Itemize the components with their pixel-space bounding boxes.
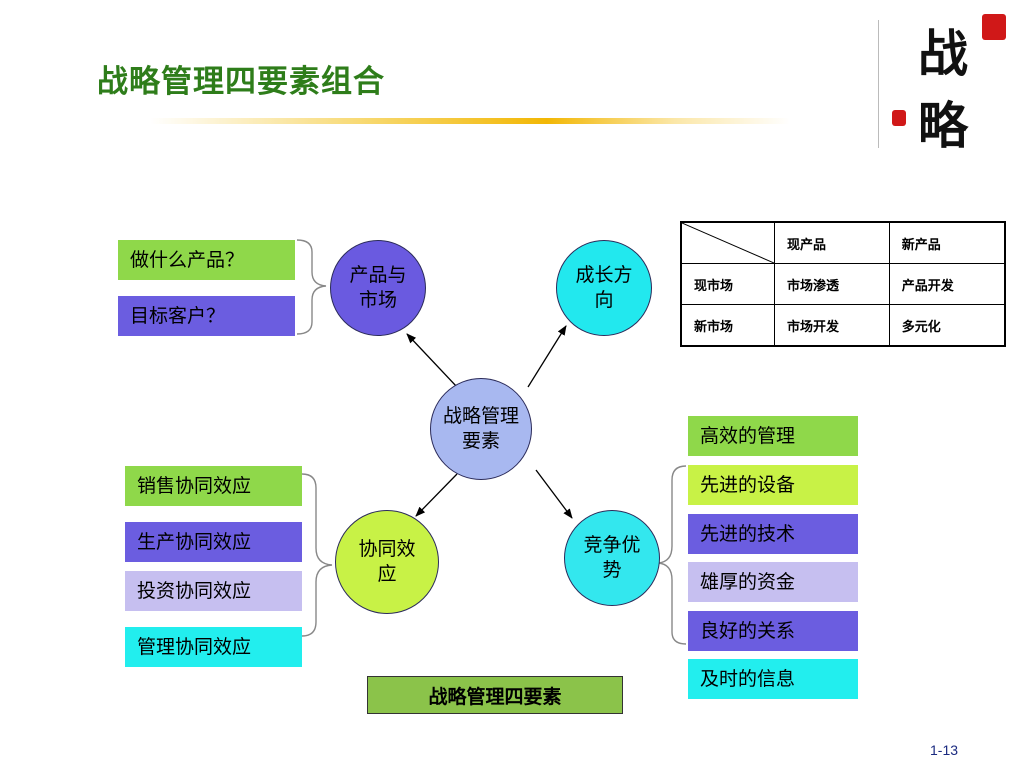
matrix-col-header: 现产品 [774,221,890,264]
matrix-cell: 市场渗透 [774,263,890,305]
synergy-item-label: 生产协同效应 [137,530,252,553]
node-competition-label: 竞争优势 [583,534,641,581]
title-underline [150,118,790,124]
node-center-label: 战略管理要素 [442,405,519,452]
node-synergy-label: 协同效应 [358,538,416,585]
diagram-caption: 战略管理四要素 [367,676,623,714]
matrix-row-header: 新市场 [680,304,775,347]
matrix-cell: 多元化 [888,304,1006,347]
synergy-item-label: 销售协同效应 [137,474,252,497]
logo-divider [878,20,879,148]
arrow-to-product-market [406,333,458,388]
node-competition: 竞争优势 [564,510,660,606]
matrix-row: 新市场 市场开发 多元化 [680,304,1006,347]
node-growth: 成长方向 [556,240,652,336]
logo-character-2: 略 [918,96,968,155]
matrix-corner-diagonal [682,223,774,263]
matrix-row: 现市场 市场渗透 产品开发 [680,263,1006,305]
page-number: 1-13 [930,742,959,758]
arrow-to-growth [527,325,567,388]
matrix-row-header: 现市场 [680,263,775,305]
competition-item: 先进的设备 [688,465,858,505]
synergy-item: 投资协同效应 [125,571,302,611]
competition-item: 先进的技术 [688,514,858,554]
competition-item: 雄厚的资金 [688,562,858,602]
customer-question-box: 目标客户？ [118,296,295,336]
seal-stamp-icon [982,14,1006,40]
node-center: 战略管理要素 [430,378,532,480]
node-product-market: 产品与市场 [330,240,426,336]
competition-item-label: 及时的信息 [700,667,796,690]
node-synergy: 协同效应 [335,510,439,614]
synergy-item-label: 投资协同效应 [137,579,252,602]
product-question-label: 做什么产品？ [130,248,245,271]
competition-item: 高效的管理 [688,416,858,456]
competition-item-label: 良好的关系 [700,619,796,642]
arrow-to-synergy [415,473,458,517]
node-product-market-label: 产品与市场 [349,264,407,311]
competition-item: 及时的信息 [688,659,858,699]
small-seal-icon [892,110,906,126]
product-question-box: 做什么产品？ [118,240,295,280]
customer-question-label: 目标客户？ [130,304,226,327]
competition-item-label: 先进的设备 [700,473,796,496]
matrix-col-header: 新产品 [888,221,1006,264]
competition-item-label: 雄厚的资金 [700,570,796,593]
bracket-synergy [301,473,333,637]
matrix-corner-cell [680,221,775,264]
bracket-product-market [296,239,327,335]
arrow-to-competition [535,469,573,519]
ansoff-matrix: 现产品 新产品 现市场 市场渗透 产品开发 新市场 市场开发 多元化 [680,221,1006,347]
competition-item-label: 先进的技术 [700,522,796,545]
synergy-item: 管理协同效应 [125,627,302,667]
logo-character-1: 战 [918,24,968,83]
matrix-cell: 市场开发 [774,304,890,347]
synergy-item-label: 管理协同效应 [137,635,252,658]
node-growth-label: 成长方向 [575,264,633,311]
synergy-item: 生产协同效应 [125,522,302,562]
competition-item: 良好的关系 [688,611,858,651]
synergy-item: 销售协同效应 [125,466,302,506]
matrix-cell: 产品开发 [888,263,1006,305]
matrix-header-row: 现产品 新产品 [680,221,1006,264]
slide-title: 战略管理四要素组合 [97,64,385,100]
competition-item-label: 高效的管理 [700,424,796,447]
bracket-competition [657,465,687,645]
